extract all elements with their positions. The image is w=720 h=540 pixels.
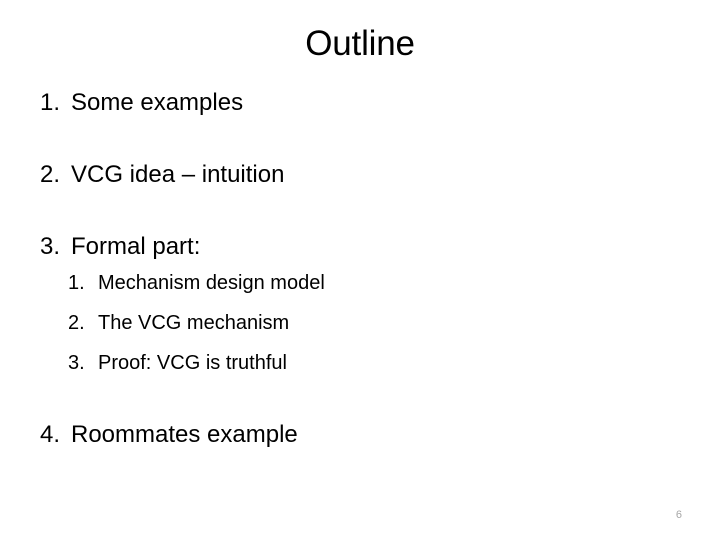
outline-subitem-3-3-marker: 3. <box>68 352 85 374</box>
outline-subitem-3-3-label: Proof: VCG is truthful <box>98 352 287 374</box>
outline-subitem-3-1-label: Mechanism design model <box>98 272 325 294</box>
outline-item-3-label: Formal part: <box>71 233 201 260</box>
outline-subitem-3-3[interactable]: 3. Proof: VCG is truthful <box>68 350 680 376</box>
outline-subitem-3-2-label: The VCG mechanism <box>98 312 290 334</box>
slide-page-number: 6 <box>675 509 682 521</box>
outline-subitem-3-2-marker: 2. <box>68 312 85 334</box>
outline-subitem-3-2[interactable]: 2. The VCG mechanism <box>68 310 680 336</box>
outline-item-4[interactable]: 4. Roommates example <box>40 420 680 450</box>
outline-subitem-3-1-marker: 1. <box>68 272 85 294</box>
outline-list: 1. Some examples 2. VCG idea – intuition… <box>40 88 680 492</box>
outline-item-2[interactable]: 2. VCG idea – intuition <box>40 160 680 190</box>
outline-item-4-marker: 4. <box>40 421 61 448</box>
outline-sublist-3: 1. Mechanism design model 2. The VCG mec… <box>40 270 680 376</box>
outline-item-3[interactable]: 3. Formal part: <box>40 232 680 262</box>
outline-item-2-label: VCG idea – intuition <box>71 161 285 188</box>
outline-subitem-3-1[interactable]: 1. Mechanism design model <box>68 270 680 296</box>
outline-item-1[interactable]: 1. Some examples <box>40 88 680 118</box>
page-title: Outline <box>305 24 415 63</box>
outline-item-1-marker: 1. <box>40 89 61 116</box>
outline-item-2-marker: 2. <box>40 161 61 188</box>
outline-item-3-marker: 3. <box>40 233 61 260</box>
outline-item-1-label: Some examples <box>71 89 244 116</box>
outline-item-4-label: Roommates example <box>71 421 298 448</box>
